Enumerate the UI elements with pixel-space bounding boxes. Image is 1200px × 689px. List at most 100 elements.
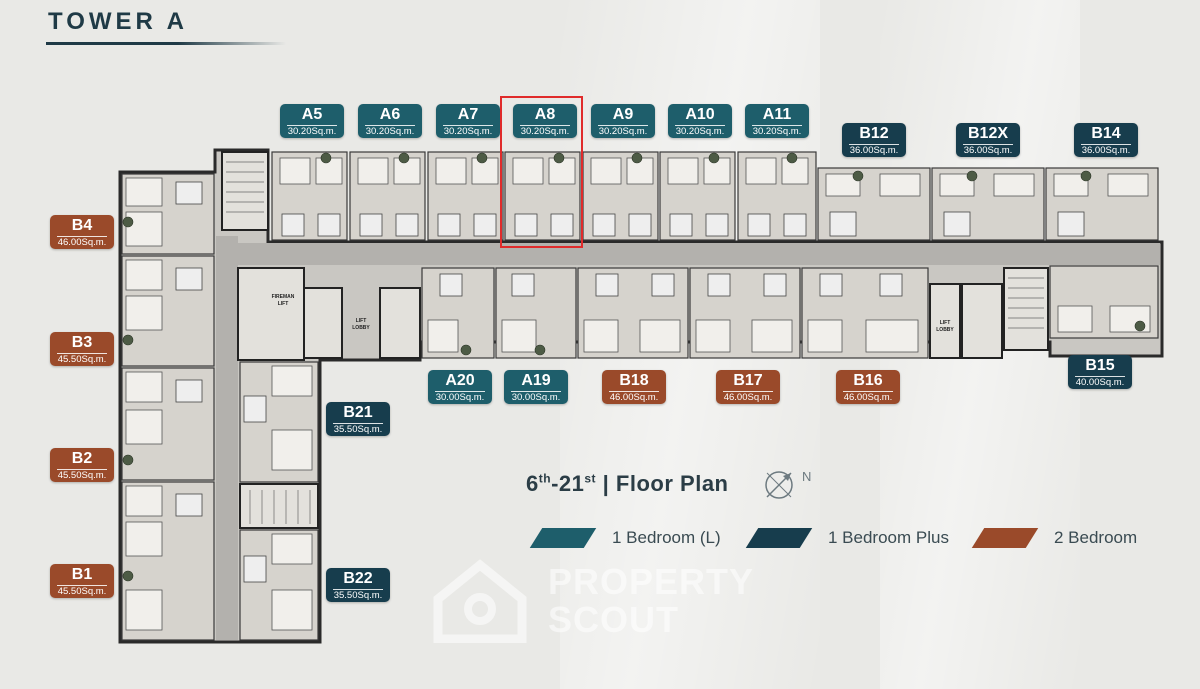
unit-code: A11	[752, 106, 802, 126]
unit-label-B3[interactable]: B3 45.50Sq.m.	[50, 332, 114, 366]
unit-area: 30.20Sq.m.	[520, 126, 570, 137]
bottom-row-baths	[439, 273, 903, 297]
unit-area: 45.50Sq.m.	[57, 354, 107, 365]
lift-lobby-west-label-2: LOBBY	[352, 325, 370, 331]
unit-area: 46.00Sq.m.	[57, 237, 107, 248]
top-row-baths	[281, 211, 1085, 237]
balcony-plants	[122, 152, 1146, 582]
unit-label-B21[interactable]: B21 35.50Sq.m.	[326, 402, 390, 436]
unit-area: 46.00Sq.m.	[723, 392, 773, 403]
unit-label-B16[interactable]: B16 46.00Sq.m.	[836, 370, 900, 404]
title-underline	[46, 42, 286, 45]
legend-swatch	[971, 528, 1039, 548]
unit-code: A9	[598, 106, 648, 126]
unit-label-A11[interactable]: A11 30.20Sq.m.	[745, 104, 809, 138]
stair-west	[239, 483, 319, 529]
unit-area: 30.00Sq.m.	[511, 392, 561, 403]
unit-area: 40.00Sq.m.	[1075, 377, 1125, 388]
west-wing-rooms	[125, 177, 313, 631]
floor-range-end: -21	[551, 471, 585, 496]
watermark: PROPERTY SCOUT	[430, 555, 790, 645]
unit-code: B15	[1075, 357, 1125, 377]
unit-code: B21	[333, 404, 383, 424]
unit-label-B17[interactable]: B17 46.00Sq.m.	[716, 370, 780, 404]
watermark-house-icon	[433, 559, 527, 643]
unit-label-B1[interactable]: B1 45.50Sq.m.	[50, 564, 114, 598]
legend-1br-plus: 1 Bedroom Plus	[740, 526, 949, 550]
lift-lobby-east	[929, 283, 961, 359]
unit-label-B12X[interactable]: B12X 36.00Sq.m.	[956, 123, 1020, 157]
unit-area: 30.20Sq.m.	[598, 126, 648, 137]
compass-north-label: N	[802, 469, 811, 484]
legend-2br: 2 Bedroom	[966, 526, 1137, 550]
core-east	[929, 267, 1049, 359]
unit-code: B14	[1081, 125, 1131, 145]
unit-label-A6[interactable]: A6 30.20Sq.m.	[358, 104, 422, 138]
tower-title: TOWER A	[48, 8, 188, 35]
unit-label-A9[interactable]: A9 30.20Sq.m.	[591, 104, 655, 138]
lift-lobby-west	[379, 287, 421, 359]
unit-area: 45.50Sq.m.	[57, 470, 107, 481]
unit-area: 46.00Sq.m.	[843, 392, 893, 403]
unit-code: B2	[57, 450, 107, 470]
legend-label: 1 Bedroom Plus	[828, 528, 949, 547]
compass-icon: N	[765, 469, 811, 499]
unit-area: 46.00Sq.m.	[609, 392, 659, 403]
legend-label: 2 Bedroom	[1054, 528, 1138, 547]
unit-area: 35.50Sq.m.	[333, 590, 383, 601]
floor-start: 6	[526, 471, 539, 496]
unit-area: 30.00Sq.m.	[435, 392, 485, 403]
legend-swatch	[745, 528, 813, 548]
fireman-lift-core	[237, 267, 305, 361]
corridor	[216, 236, 1160, 640]
legend-swatch	[529, 528, 597, 548]
west-wing-baths	[175, 181, 267, 583]
fireman-lift-label-1: FIREMAN	[272, 294, 295, 300]
unit-code: B3	[57, 334, 107, 354]
fireman-lift-label-2: LIFT	[278, 301, 289, 307]
stair-north	[221, 151, 269, 231]
unit-label-B2[interactable]: B2 45.50Sq.m.	[50, 448, 114, 482]
unit-code: B16	[843, 372, 893, 392]
unit-label-B15[interactable]: B15 40.00Sq.m.	[1068, 355, 1132, 389]
unit-code: A6	[365, 106, 415, 126]
unit-label-A19[interactable]: A19 30.00Sq.m.	[504, 370, 568, 404]
unit-label-B12[interactable]: B12 36.00Sq.m.	[842, 123, 906, 157]
unit-label-B18[interactable]: B18 46.00Sq.m.	[602, 370, 666, 404]
unit-code: B22	[333, 570, 383, 590]
unit-area: 30.20Sq.m.	[365, 126, 415, 137]
unit-code: B12X	[963, 125, 1013, 145]
unit-code: A10	[675, 106, 725, 126]
unit-label-A10[interactable]: A10 30.20Sq.m.	[668, 104, 732, 138]
unit-code: A19	[511, 372, 561, 392]
unit-area: 30.20Sq.m.	[287, 126, 337, 137]
unit-area: 36.00Sq.m.	[849, 145, 899, 156]
floor-start-suffix: th	[538, 471, 552, 486]
lift-west	[303, 287, 343, 359]
core-labels: FIREMAN LIFT LIFT LOBBY LIFT LOBBY	[272, 294, 955, 333]
unit-area: 36.00Sq.m.	[963, 145, 1013, 156]
unit-code: B18	[609, 372, 659, 392]
unit-label-A7[interactable]: A7 30.20Sq.m.	[436, 104, 500, 138]
lift-lobby-east-label-1: LIFT	[940, 320, 951, 326]
watermark-line-1: PROPERTY	[548, 561, 755, 602]
unit-label-B4[interactable]: B4 46.00Sq.m.	[50, 215, 114, 249]
unit-label-B14[interactable]: B14 36.00Sq.m.	[1074, 123, 1138, 157]
floor-plan-title: 6th-21st | Floor Plan	[526, 471, 729, 497]
unit-code: B17	[723, 372, 773, 392]
core-west	[221, 151, 421, 529]
unit-area: 30.20Sq.m.	[752, 126, 802, 137]
unit-label-A8[interactable]: A8 30.20Sq.m.	[513, 104, 577, 138]
unit-code: A7	[443, 106, 493, 126]
legend-1br-l: 1 Bedroom (L)	[524, 526, 721, 550]
corridor-vertical	[216, 236, 238, 640]
unit-label-B22[interactable]: B22 35.50Sq.m.	[326, 568, 390, 602]
lift-lobby-east-label-2: LOBBY	[936, 327, 954, 333]
unit-code: B4	[57, 217, 107, 237]
corridor-horizontal	[228, 243, 1160, 265]
unit-area: 45.50Sq.m.	[57, 586, 107, 597]
unit-label-A20[interactable]: A20 30.00Sq.m.	[428, 370, 492, 404]
selected-unit-highlight	[500, 96, 583, 248]
unit-label-A5[interactable]: A5 30.20Sq.m.	[280, 104, 344, 138]
